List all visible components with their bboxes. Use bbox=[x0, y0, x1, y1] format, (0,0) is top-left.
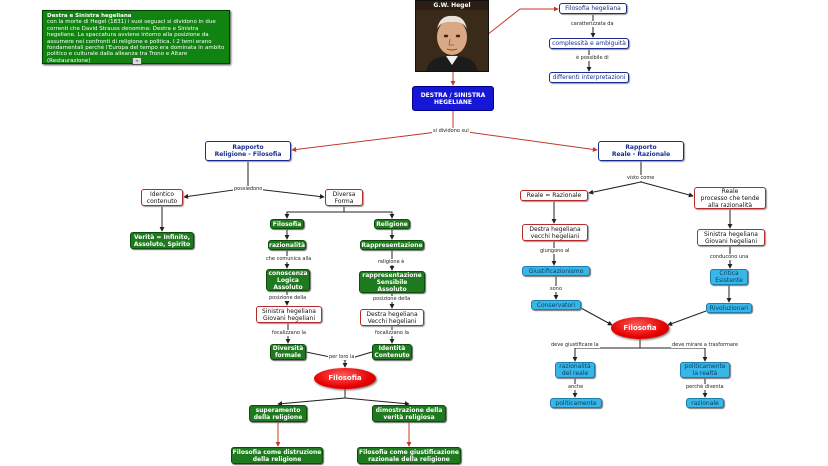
note-title: Destra e Sinistra hegeliana bbox=[47, 13, 132, 19]
node-reale-razionale[interactable]: Reale = Razionale bbox=[520, 190, 588, 201]
label-posizione-right: posizione della bbox=[372, 296, 412, 302]
connector-fil-sup bbox=[277, 389, 346, 407]
node-hegel-fil[interactable]: Filosofia hegeliana bbox=[559, 3, 627, 14]
node-verita[interactable]: Verità = Infinito, Assoluto, Spirito bbox=[130, 232, 194, 249]
label-focalizzano-left: focalizzano la bbox=[271, 330, 307, 336]
node-conservatori[interactable]: Conservatori bbox=[531, 300, 581, 310]
node-religione-green[interactable]: Religione bbox=[374, 219, 410, 229]
node-filosofia-red-left[interactable]: Filosofia bbox=[314, 368, 376, 389]
node-filosofia-green[interactable]: Filosofia bbox=[270, 219, 304, 229]
label-dividono: si dividono sui bbox=[432, 128, 470, 134]
node-interpretazioni[interactable]: differenti interpretazioni bbox=[549, 72, 629, 83]
connector-diversa-fil bbox=[284, 206, 345, 219]
connector-cons-fil bbox=[580, 307, 613, 326]
node-rappresentazione-sensibile[interactable]: rappresentazione Sensibile Assoluto bbox=[359, 271, 425, 293]
label-caratterizzata: caratterizzata da bbox=[570, 21, 615, 27]
node-filosofia-red-right[interactable]: Filosofia bbox=[611, 317, 669, 339]
node-sinistra-hegeliana-left[interactable]: Sinistra hegeliana Giovani hegeliani bbox=[256, 306, 322, 323]
label-per-loro: per loro la bbox=[328, 354, 356, 360]
connector-fil-raz bbox=[572, 339, 641, 362]
node-razionalita-reale[interactable]: razionalità del reale bbox=[555, 362, 595, 378]
node-dimostrazione[interactable]: dimostrazione della verità religiosa bbox=[372, 405, 446, 422]
label-deve-mirare: deve mirare a trasformare bbox=[671, 342, 739, 348]
connector-fil-pol bbox=[640, 347, 708, 362]
node-politicamente[interactable]: politicamente bbox=[550, 398, 602, 408]
node-rappresentazione[interactable]: Rappresentazione bbox=[360, 240, 424, 250]
note-body: con la morte di Hegel (1831) i suoi segu… bbox=[47, 19, 225, 64]
node-sinistra-hegeliana-right[interactable]: Sinistra hegeliana Giovani hegeliani bbox=[697, 229, 765, 246]
node-razionalita[interactable]: razionalità bbox=[268, 240, 306, 250]
node-identita[interactable]: Identità Contenuto bbox=[372, 344, 412, 360]
connector-fil-dim bbox=[344, 397, 410, 407]
node-rivoluzionari[interactable]: Rivoluzionari bbox=[706, 303, 752, 313]
node-rapporto-reale[interactable]: Rapporto Reale - Razionale bbox=[598, 141, 684, 161]
connector-ds-religione bbox=[291, 111, 454, 152]
node-superamento[interactable]: superamento della religione bbox=[249, 405, 307, 422]
node-giustificazionismo[interactable]: Giustificazionismo bbox=[522, 266, 590, 276]
label-anche: anche bbox=[567, 384, 585, 390]
node-identico[interactable]: Identico contenuto bbox=[141, 189, 183, 206]
node-giustificazione[interactable]: Filosofia come giustificazione razionale… bbox=[357, 447, 461, 464]
label-religione-e: religione è bbox=[377, 259, 406, 265]
node-destra-sinistra[interactable]: DESTRA / SINISTRA HEGELIANE bbox=[412, 86, 494, 111]
connector-portrait-fil bbox=[486, 6, 559, 36]
node-destra-hegeliana-left[interactable]: Destra hegeliana Vecchi hegeliani bbox=[360, 309, 424, 326]
label-deve-giustificare: deve giustificare la bbox=[550, 342, 600, 348]
note-icon[interactable]: ≡ bbox=[132, 57, 142, 65]
connector-riv-fil bbox=[667, 310, 707, 326]
node-critica[interactable]: Critica Esistente bbox=[710, 269, 748, 285]
label-visto-come: visto come bbox=[626, 175, 656, 181]
node-diversita[interactable]: Diversità formale bbox=[270, 344, 306, 360]
portrait-drawing bbox=[416, 10, 488, 71]
node-diversa[interactable]: Diversa Forma bbox=[325, 189, 363, 206]
node-rapporto-religione[interactable]: Rapporto Religione - Filosofia bbox=[205, 141, 291, 161]
label-possibile: è possibile di bbox=[575, 55, 610, 61]
node-razionale[interactable]: razionale bbox=[686, 398, 724, 408]
note-box: Destra e Sinistra hegeliana con la morte… bbox=[42, 10, 230, 64]
label-possiedono: possiedono bbox=[233, 186, 264, 192]
connector-ds-reale bbox=[452, 129, 598, 152]
label-posizione-left: posizione della bbox=[268, 295, 308, 301]
node-destra-hegeliana-right[interactable]: Destra hegeliana vecchi hegeliani bbox=[522, 224, 588, 241]
node-conoscenza[interactable]: conoscenza Logica Assoluto bbox=[266, 269, 310, 291]
node-distruzione[interactable]: Filosofia come distruzione della religio… bbox=[231, 447, 323, 464]
label-che-comunica: che comunica alla bbox=[265, 256, 313, 262]
connector-real-proc bbox=[640, 181, 694, 198]
label-focalizzano-right: focalizzano la bbox=[374, 330, 410, 336]
label-conducono: conducono una bbox=[709, 254, 750, 260]
label-giungono: giungono al bbox=[539, 248, 571, 254]
node-complessita[interactable]: complessità e ambiguità bbox=[549, 38, 629, 49]
connector-diversa-rel bbox=[344, 211, 395, 219]
node-reale-processo[interactable]: Reale processo che tende alla razionalit… bbox=[694, 187, 766, 209]
node-politicamente-realta[interactable]: politicamente la realtà bbox=[680, 362, 730, 378]
portrait-title: G.W. Hegel bbox=[433, 2, 471, 9]
label-perche: perché diventa bbox=[685, 384, 725, 390]
label-sono: sono bbox=[549, 286, 563, 292]
portrait-image: G.W. Hegel bbox=[415, 0, 489, 72]
